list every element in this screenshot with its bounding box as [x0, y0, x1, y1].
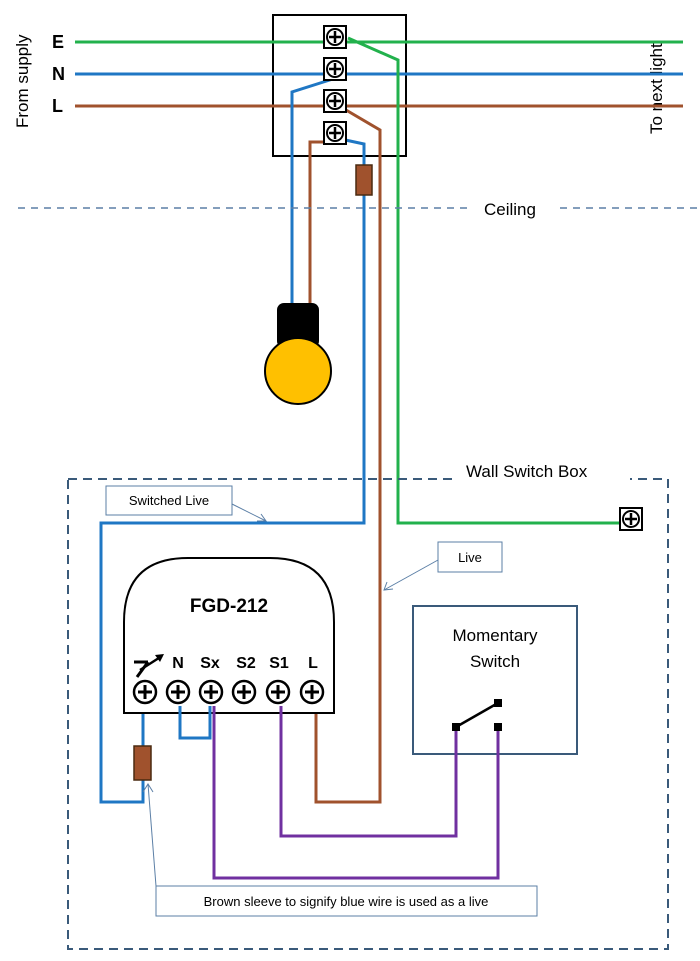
module-terminal-s2 [231, 679, 257, 705]
switched-live-callout-box [105, 485, 233, 516]
switched-live-wire [99, 136, 366, 804]
bulb-holder [277, 303, 319, 348]
live-callout: Live [458, 550, 482, 565]
s1-switch-wire [279, 706, 458, 838]
momentary-switch-box [412, 605, 578, 755]
terminal-label-n: N [172, 655, 184, 672]
neutral-label: N [52, 64, 65, 84]
light-bulb [264, 337, 332, 405]
ceiling-label: Ceiling [484, 200, 536, 219]
switch-label-line1: Momentary [452, 626, 538, 645]
sleeve-note-pointer [147, 783, 157, 887]
terminal-label-s2: S2 [236, 655, 256, 672]
earth-label: E [52, 32, 64, 52]
switched-live-callout: Switched Live [129, 493, 209, 508]
junction-terminal-switched [322, 120, 348, 146]
dimmer-symbol-icon [134, 654, 164, 678]
wall-switch-box-label: Wall Switch Box [466, 462, 588, 481]
wall-brown-sleeve [133, 745, 152, 781]
live-arrowhead [383, 581, 394, 591]
switch-contact-icon [452, 699, 502, 731]
to-next-light-label: To next light [647, 43, 666, 134]
sx-switch-wire [212, 706, 500, 880]
live-label: L [52, 96, 63, 116]
fgd-212-module [123, 557, 335, 714]
wall-box-label-bg [455, 460, 630, 484]
junction-box [272, 14, 407, 157]
switch-label-line2: Switch [470, 652, 520, 671]
module-terminal-dimmer [132, 679, 158, 705]
wall-switch-box [67, 478, 669, 950]
junction-terminal-earth [322, 24, 348, 50]
sleeve-note-callout-box [155, 885, 538, 917]
terminal-label-l: L [308, 655, 318, 672]
wall-earth-terminal [618, 506, 644, 532]
live-drop-wire [314, 108, 382, 804]
junction-terminal-neutral [322, 56, 348, 82]
earth-drop-wire [347, 36, 620, 525]
neutral-link-wire [178, 706, 212, 740]
module-terminal-sx [198, 679, 224, 705]
switched-live-pointer [231, 503, 267, 522]
module-terminal-n [165, 679, 191, 705]
bulb-return-wire [308, 140, 336, 310]
junction-terminal-live [322, 88, 348, 114]
module-terminal-s1 [265, 679, 291, 705]
sleeve-note-callout: Brown sleeve to signify blue wire is use… [204, 894, 489, 909]
sleeve-note-arrowhead [142, 783, 154, 793]
module-terminal-l [299, 679, 325, 705]
terminal-label-sx: Sx [200, 655, 220, 672]
neutral-to-bulb-wire [290, 76, 337, 310]
terminal-label-s1: S1 [269, 655, 289, 672]
from-supply-label: From supply [13, 34, 32, 128]
ceiling-brown-sleeve [355, 164, 373, 196]
module-name: FGD-212 [190, 596, 268, 617]
live-callout-box [437, 541, 503, 573]
live-pointer [383, 559, 439, 591]
switched-live-arrowhead [257, 513, 267, 522]
